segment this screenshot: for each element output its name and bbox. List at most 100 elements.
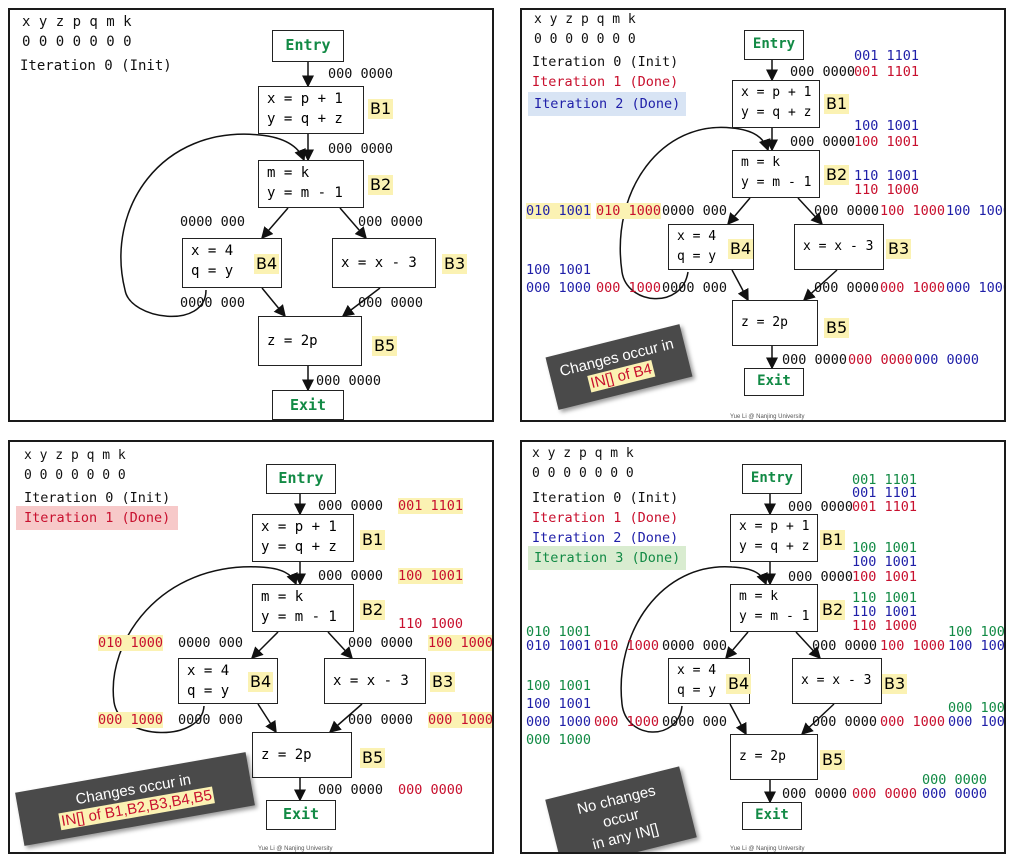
in-b3-iter0: 000 0000 [814, 203, 880, 219]
iteration-1-label: Iteration 1 (Done) [16, 506, 179, 530]
in-b3-extra-iter2: 110 1001 [854, 168, 920, 184]
block-b2: m = k y = m - 1 [258, 160, 364, 208]
entry-node: Entry [744, 30, 804, 60]
in-exit-iter1: 000 0000 [848, 352, 914, 368]
in-exit-iter0: 000 0000 [318, 782, 384, 798]
in-b3-extra-iter1: 110 1000 [854, 182, 920, 198]
out-b3-iter1: 000 1000 [880, 714, 946, 730]
in-b2-iter0: 000 0000 [788, 569, 854, 585]
in-b1: 000 0000 [328, 66, 394, 82]
label-b5: B5 [820, 750, 846, 770]
footer-credit: Yue Li @ Nanjing University [730, 846, 805, 852]
in-b4-iter0: 0000 000 [662, 638, 728, 654]
block-b2: m = k y = m - 1 [730, 584, 818, 632]
block-b5: z = 2p [258, 316, 362, 366]
out-b3-iter1: 000 1000 [880, 280, 946, 296]
vars-header: x y z p q m k [24, 448, 126, 463]
out-b4-iter1: 000 1000 [594, 714, 660, 730]
in-b2: 000 0000 [328, 141, 394, 157]
in-b1-iter1: 001 1101 [852, 499, 918, 515]
label-b2: B2 [368, 175, 394, 195]
block-b3: x = x - 3 [332, 238, 436, 288]
iteration-1-label: Iteration 1 (Done) [532, 510, 679, 526]
in-b2-iter1: 100 1001 [854, 134, 920, 150]
in-b2-iter2: 100 1001 [852, 554, 918, 570]
in-exit: 000 0000 [316, 373, 382, 389]
in-exit-iter1: 000 0000 [852, 786, 918, 802]
vars-zero: 0 0 0 0 0 0 0 [532, 466, 634, 481]
out-b4-iter2: 000 1000 [526, 280, 592, 296]
in-b3: 000 0000 [358, 214, 424, 230]
label-b3: B3 [882, 674, 908, 694]
in-b1-iter3: 001 1101 [852, 472, 918, 488]
vars-zero: 0 0 0 0 0 0 0 [24, 468, 126, 483]
cfg-edges [619, 60, 838, 370]
iteration-1-label: Iteration 1 (Done) [532, 74, 679, 90]
label-b1: B1 [820, 530, 846, 550]
out-b4: 0000 000 [180, 295, 246, 311]
out-b4-iter2: 000 1000 [526, 714, 592, 730]
vars-header: x y z p q m k [22, 14, 132, 30]
in-b3-iter2: 100 1000 [948, 638, 1005, 654]
label-b3: B3 [442, 254, 468, 274]
label-b5: B5 [824, 318, 850, 338]
out-b4-iter1: 000 1000 [596, 280, 662, 296]
in-b3-iter0: 000 0000 [348, 635, 414, 651]
entry-node: Entry [272, 30, 344, 62]
in-b4-iter1: 010 1000 [98, 635, 164, 651]
in-exit-iter0: 000 0000 [782, 352, 848, 368]
in-b1-iter2: 001 1101 [854, 48, 920, 64]
iteration-0-label: Iteration 0 (Init) [532, 490, 679, 506]
in-b4-iter2: 010 1001 [526, 203, 592, 219]
vars-zero: 0 0 0 0 0 0 0 [534, 32, 636, 47]
in-b2-iter0: 000 0000 [318, 568, 384, 584]
label-b2: B2 [360, 600, 386, 620]
panel-iteration-2: x y z p q m k 0 0 0 0 0 0 0 Iteration 0 … [520, 8, 1006, 422]
in-b1-iter1: 001 1101 [398, 498, 464, 514]
out-b4-extra-iter2: 100 1001 [526, 696, 592, 712]
out-b3-iter2: 000 1000 [946, 280, 1006, 296]
out-b3-iter0: 000 0000 [812, 714, 878, 730]
in-b1-iter0: 000 0000 [790, 64, 856, 80]
block-b1: x = p + 1 y = q + z [258, 86, 364, 134]
in-b4-iter1: 010 1000 [596, 203, 662, 219]
in-b3-extra-iter2: 110 1001 [852, 604, 918, 620]
label-b2: B2 [824, 165, 850, 185]
in-b2-iter2: 100 1001 [854, 118, 920, 134]
out-b4-iter0: 0000 000 [662, 280, 728, 296]
out-b3-iter0: 000 0000 [814, 280, 880, 296]
in-b3-iter2: 100 1000 [946, 203, 1006, 219]
out-b3-iter3: 000 1000 [948, 700, 1005, 716]
in-b1-iter0: 000 0000 [788, 499, 854, 515]
cfg-edges [120, 62, 381, 392]
in-b3-extra-iter1: 110 1000 [398, 616, 464, 632]
block-b2: m = k y = m - 1 [252, 584, 354, 632]
iteration-0-label: Iteration 0 (Init) [532, 54, 679, 70]
label-b2: B2 [820, 600, 846, 620]
panel-iteration-3: x y z p q m k 0 0 0 0 0 0 0 Iteration 0 … [520, 440, 1006, 854]
label-b4: B4 [728, 239, 754, 259]
entry-node: Entry [266, 464, 336, 494]
out-b4-extra-iter2: 100 1001 [526, 262, 592, 278]
block-b1: x = p + 1 y = q + z [732, 80, 820, 128]
in-b4-iter3: 010 1001 [526, 624, 592, 640]
out-b3-iter2: 000 1000 [948, 714, 1005, 730]
exit-node: Exit [266, 800, 336, 830]
in-b1-iter1: 001 1101 [854, 64, 920, 80]
out-b3-iter0: 000 0000 [348, 712, 414, 728]
block-b4: x = 4 q = y [668, 658, 750, 704]
label-b3: B3 [886, 239, 912, 259]
block-b5: z = 2p [732, 300, 818, 346]
exit-node: Exit [744, 368, 804, 396]
in-b3-extra-iter3: 110 1001 [852, 590, 918, 606]
label-b5: B5 [372, 336, 398, 356]
in-exit-iter2: 000 0000 [914, 352, 980, 368]
label-b4: B4 [248, 672, 274, 692]
exit-node: Exit [272, 390, 344, 420]
block-b5: z = 2p [730, 734, 818, 780]
in-b2-iter1: 100 1001 [398, 568, 464, 584]
block-b3: x = x - 3 [324, 658, 426, 704]
in-b4-iter0: 0000 000 [662, 203, 728, 219]
vars-header: x y z p q m k [532, 446, 634, 461]
block-b2: m = k y = m - 1 [732, 150, 820, 198]
